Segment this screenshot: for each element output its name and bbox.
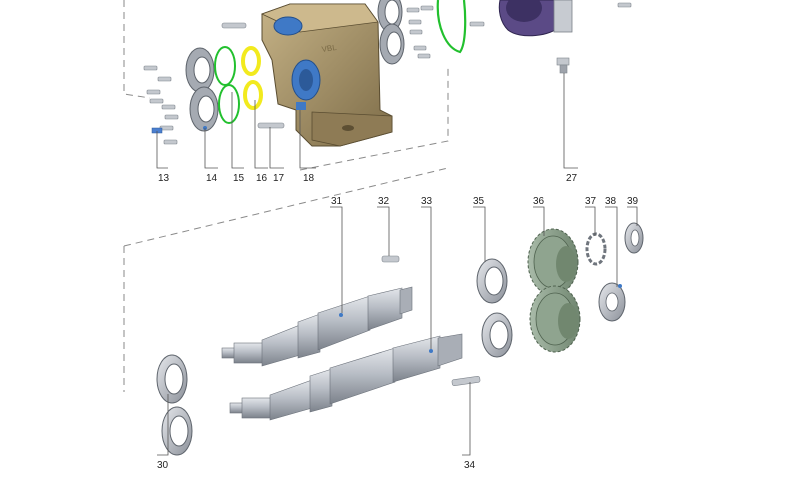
callout-35: 35 [473, 196, 485, 207]
callout-labels: 13 14 15 16 17 18 27 31 32 33 35 36 37 3… [157, 173, 639, 471]
callout-37: 37 [585, 196, 597, 207]
o-ring-green-upper [214, 46, 236, 86]
flange-cover-upper [185, 47, 215, 93]
end-cover-purple [498, 0, 573, 37]
callout-33: 33 [421, 196, 433, 207]
lock-washer-37 [585, 232, 607, 266]
flange-cover-lower [189, 86, 219, 132]
callout-18: 18 [303, 173, 315, 184]
bearing-30-lower [161, 406, 193, 456]
callout-34: 34 [464, 460, 476, 471]
bolt-set-left [143, 22, 285, 145]
callout-17: 17 [273, 173, 285, 184]
leader-lines [156, 73, 638, 456]
bearing-35-lower [481, 312, 513, 358]
callout-13: 13 [158, 173, 170, 184]
flange-cover-right-lower [379, 23, 405, 65]
callout-27: 27 [566, 173, 578, 184]
bearing-35-upper [476, 258, 508, 304]
callout-16: 16 [256, 173, 268, 184]
o-ring-green-lower [218, 84, 240, 124]
callout-36: 36 [533, 196, 545, 207]
o-ring-green-large [436, 0, 467, 54]
svg-text:VBL: VBL [321, 43, 338, 54]
assembly-boundary-bottom [123, 167, 449, 392]
callout-30: 30 [157, 460, 169, 471]
gearbox-housing: VBL [260, 3, 393, 147]
gear-36-lower [529, 285, 581, 353]
callout-39: 39 [627, 196, 639, 207]
seal-ring-yellow-lower [243, 80, 263, 110]
gear-36-upper [527, 228, 579, 296]
callout-38: 38 [605, 196, 617, 207]
callout-31: 31 [331, 196, 343, 207]
breather-plug [556, 57, 570, 74]
callout-32: 32 [378, 196, 390, 207]
seal-ring-yellow-upper [241, 46, 261, 76]
bearing-30-upper [156, 354, 188, 404]
round-nut-38 [598, 282, 626, 322]
key-34 [451, 376, 481, 386]
shaft-31 [221, 286, 413, 367]
assembly-boundary-top [123, 0, 449, 171]
callout-15: 15 [233, 173, 245, 184]
callout-14: 14 [206, 173, 218, 184]
bolt-set-right [406, 2, 632, 59]
key-32 [381, 255, 400, 263]
washer-39 [624, 222, 644, 254]
shaft-33 [229, 333, 463, 421]
